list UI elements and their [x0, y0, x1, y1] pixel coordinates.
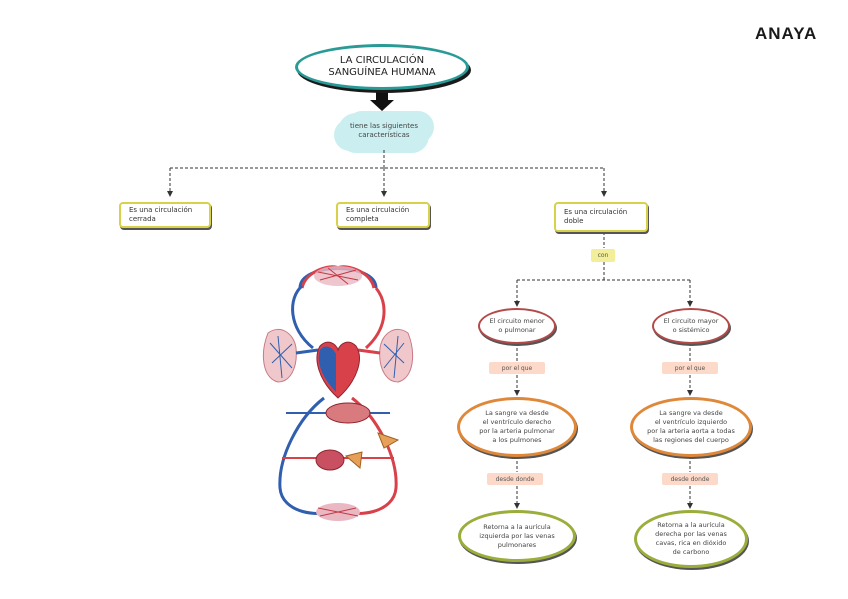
circuit-mayor-oval: El circuito mayor o sistémico: [652, 308, 730, 344]
right-label-por-el-que: por el que: [662, 362, 718, 374]
characteristic-cerrada: Es una circulación cerrada: [119, 202, 211, 228]
right-label-desde-donde: desde donde: [662, 473, 718, 485]
circuit-menor-oval: El circuito menor o pulmonar: [478, 308, 556, 344]
left-process-oval: La sangre va desde el ventrículo derecho…: [457, 397, 577, 457]
characteristic-doble: Es una circulación doble: [554, 202, 648, 232]
anaya-logo: ANAYA: [755, 24, 818, 43]
characteristic-completa: Es una circulación completa: [336, 202, 430, 228]
right-result-oval: Retorna a la aurícula derecha por las ve…: [634, 510, 748, 568]
connector-con: con: [591, 249, 615, 262]
left-result-oval: Retorna a la aurícula izquierda por las …: [458, 510, 576, 562]
down-arrow-icon: [370, 90, 394, 111]
circulatory-system-illustration: [262, 265, 414, 521]
left-label-por-el-que: por el que: [489, 362, 545, 374]
title-text: LA CIRCULACIÓN SANGUÍNEA HUMANA: [328, 55, 436, 78]
right-process-oval: La sangre va desde el ventrículo izquier…: [630, 397, 752, 457]
characteristics-cloud: tiene las siguientes características: [338, 113, 430, 149]
left-label-desde-donde: desde donde: [487, 473, 543, 485]
title-oval: LA CIRCULACIÓN SANGUÍNEA HUMANA: [295, 44, 469, 90]
